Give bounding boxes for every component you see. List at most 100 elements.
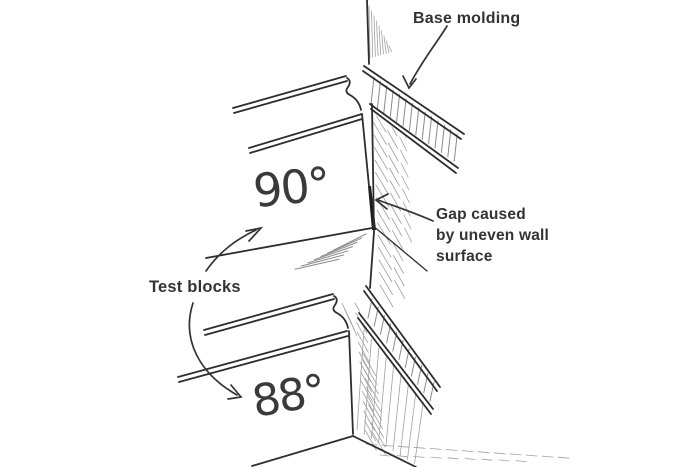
hatch-stroke-corner-band [394,280,406,299]
hatch-stroke-corner-strip [361,390,374,412]
shadow-stroke [320,241,358,257]
hatch-stroke-corner-band [403,214,412,230]
grain-stroke-top-molding [370,76,375,105]
hatch-stroke-corner-strip [357,341,370,363]
hatch-stroke-lower-wall [392,374,402,452]
hatch-stroke-floor-dash [481,458,493,461]
grain-stroke-top-molding [408,102,413,131]
wall-corner-line [366,0,375,289]
hatch-stroke-top-wedge [378,25,382,56]
hatch-stroke-floor-dash [525,454,538,457]
hatch-stroke-corner-band [402,188,410,204]
hatch-stroke-corner-strip [361,351,377,377]
molding-top-edge [363,285,441,392]
hatch-stroke-floor-dash [413,446,426,449]
hatch-stroke-corner-band [391,217,403,237]
arrow-to-gap [377,199,434,222]
hatch-stroke-floor-dash [461,450,474,453]
leader-to-gap-lower [371,224,428,272]
label-gap-caused: Gap caused by uneven wall surface [436,204,549,267]
molding-bottom-edge [357,312,434,415]
hatch-stroke-floor-dash [498,459,510,462]
shadow-stroke [294,258,340,270]
molding-top-edge [362,65,465,140]
floor-edge-front [251,435,354,467]
label-test-blocks: Test blocks [149,278,241,296]
hatch-stroke-top-wedge [368,5,371,59]
label-gap-line-1: Gap caused [436,206,526,223]
block-end-edge [361,113,370,187]
hatch-stroke-corner-band [401,175,410,191]
grain-stroke-top-molding [402,98,407,127]
grain-stroke-top-molding [440,124,445,153]
hatch-stroke-corner-strip [360,380,373,402]
top-molding-face [366,68,462,172]
block-profile-ogee [332,295,349,329]
hatch-stroke-corner-band [404,227,413,243]
shadow-stroke [307,250,349,264]
test-block-88: 88° [177,293,354,435]
hatch-stroke-floor-dash [515,460,527,463]
hatch-stroke-corner-band [374,159,389,183]
hatch-stroke-corner-strip [370,421,386,447]
hatch-stroke-floor-dash [464,458,476,460]
label-gap-line-3: surface [436,248,493,265]
hatch-stroke-floor-dash [509,453,522,456]
hatch-stroke-floor-dash [477,451,490,454]
hatch-stroke-corner-band [379,272,393,295]
block-profile-ogee [345,77,362,111]
hatch-stroke-corner-band [389,180,401,199]
hatch-stroke-corner-band [400,162,409,178]
hatch-stroke-lower-wall [414,401,424,465]
grain-stroke-top-molding [389,89,394,118]
hatch-stroke-floor-dash [397,445,410,448]
angle-label-88: 88° [248,365,328,428]
hatch-stroke-floor-dash [396,455,408,458]
hatch-stroke-lower-wall [363,338,372,435]
hatch-stroke-corner-band [393,255,405,274]
hatch-stroke-lower-wall [385,365,395,448]
angle-label-90: 90° [251,157,332,219]
hatch-stroke-floor-dash [445,449,458,451]
bottom-molding-face [358,287,439,413]
hatch-stroke-floor-dash [541,455,554,458]
hatch-stroke-corner-band [399,149,408,165]
hatch-stroke-top-wedge [376,20,379,56]
arrow-to-test-block-top [205,229,257,272]
hatch-stroke-floor-dash [379,454,391,457]
hatch-stroke-top-wedge [371,10,374,58]
hatch-stroke-corner-band [387,142,399,162]
base-molding-bottom-piece [357,285,441,415]
test-block-88-face [140,296,353,467]
grain-stroke-top-molding [383,85,388,114]
hatch-stroke-corner-band [388,155,400,174]
hatch-stroke-floor-dash [430,456,442,459]
hatch-stroke-top-wedge [381,30,384,55]
hatch-stroke-corner-strip [369,413,385,439]
block-end-edge [348,330,354,435]
hatch-stroke-left-sliver [349,319,358,336]
grain-stroke-top-molding [453,133,458,162]
shadow-stroke [327,237,362,254]
hatch-stroke-floor-dash [493,452,506,455]
hatch-stroke-floor-dash [557,456,570,459]
hatch-stroke-corner-band [375,172,389,195]
hatch-stroke-corner-band [379,284,394,308]
shadow-stroke [301,254,344,267]
hatch-stroke-corner-band [377,234,392,258]
hatch-stroke-corner-band [387,130,399,149]
block-top-cap [232,75,348,114]
hatch-stroke-corner-strip [364,377,380,403]
hatch-stroke-corner-strip [360,371,373,393]
floor-edge-right [352,435,417,467]
hatch-stroke-corner-strip [356,322,369,344]
label-base-molding: Base molding [413,10,521,27]
hatch-stroke-corner-band [374,147,388,170]
hatch-stroke-corner-band [378,247,392,270]
hatch-stroke-corner-band [392,242,404,262]
grain-stroke-top-molding [447,129,452,158]
hatch-stroke-corner-strip [362,360,378,386]
hatch-stroke-corner-band [373,122,387,145]
hatch-stroke-lower-wall [370,347,380,439]
hatch-stroke-corner-strip [363,369,379,395]
